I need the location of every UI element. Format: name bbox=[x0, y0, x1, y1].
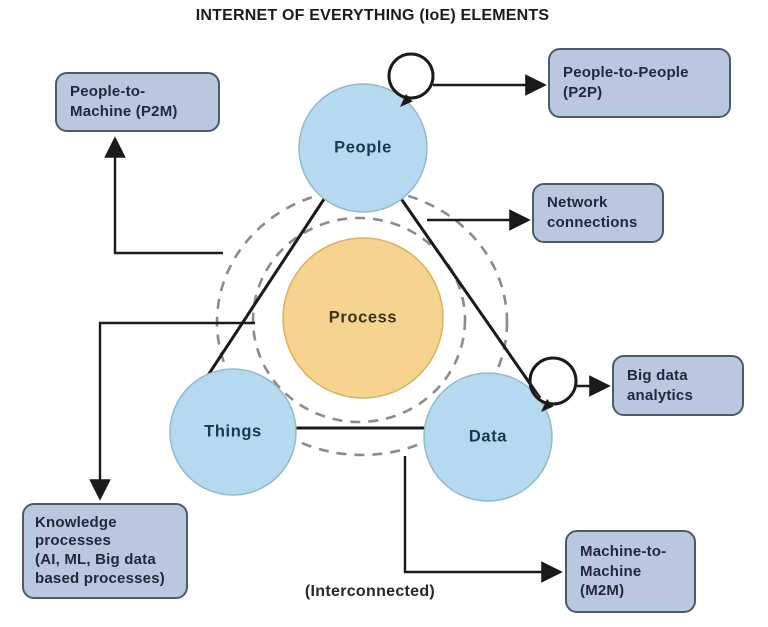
interconnected-note: (Interconnected) bbox=[304, 583, 436, 600]
label-box-people-to-people: People-to-People (P2P) bbox=[548, 48, 731, 118]
label-box-machine-to-machine: Machine-to- Machine (M2M) bbox=[565, 530, 696, 613]
label-box-people-to-machine: People-to- Machine (P2M) bbox=[55, 72, 220, 132]
triangle-edge-left bbox=[193, 189, 332, 396]
inner-dashed-ring bbox=[251, 216, 467, 424]
connector-p2m-arrow bbox=[104, 136, 223, 255]
connector-knowledge-arrow bbox=[89, 321, 255, 501]
data-circle bbox=[423, 372, 553, 502]
people-self-loop-arrowhead bbox=[400, 94, 413, 107]
things-node-label: Things bbox=[204, 422, 262, 441]
people-node-label: People bbox=[334, 138, 392, 157]
page-title: INTERNET OF EVERYTHING (IoE) ELEMENTS bbox=[195, 7, 550, 24]
data-node-label: Data bbox=[468, 427, 508, 446]
things-circle bbox=[169, 368, 297, 496]
label-box-big-data-analytics: Big data analytics bbox=[612, 355, 744, 416]
label-box-knowledge-processes: Knowledge processes (AI, ML, Big data ba… bbox=[22, 503, 188, 599]
people-circle bbox=[298, 83, 428, 213]
triangle-edge-right bbox=[393, 189, 542, 399]
connector-m2m-arrow bbox=[403, 456, 563, 583]
data-self-loop bbox=[528, 356, 578, 406]
process-node-label: Process bbox=[328, 308, 398, 327]
label-box-network-connections: Network connections bbox=[532, 183, 664, 243]
data-self-loop-arrowhead bbox=[541, 399, 554, 412]
people-self-loop bbox=[387, 52, 435, 100]
process-circle bbox=[282, 237, 444, 399]
